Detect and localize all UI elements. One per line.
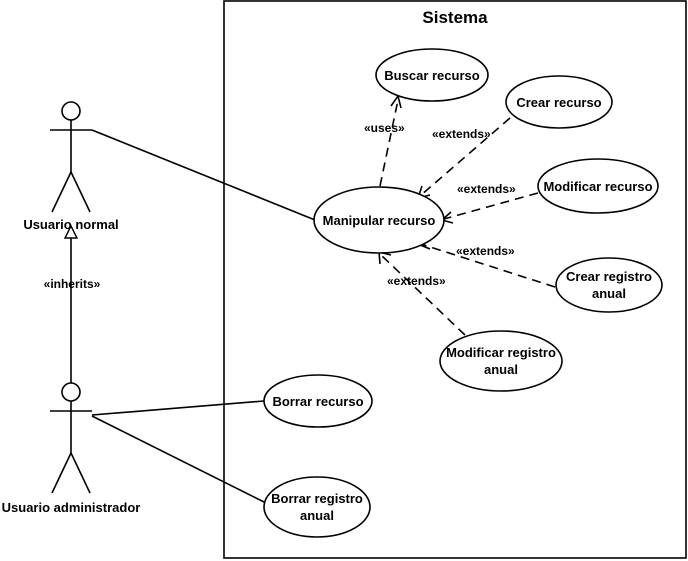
svg-text:Modificar recurso: Modificar recurso — [543, 179, 652, 194]
system-title: Sistema — [422, 8, 488, 27]
extends-modificar-line — [443, 192, 539, 220]
svg-text:anual: anual — [592, 286, 626, 301]
inherits-arrowhead — [63, 224, 79, 239]
svg-text:Borrar recurso: Borrar recurso — [272, 394, 363, 409]
association-normal-manipular — [91, 129, 316, 221]
svg-text:Manipular recurso: Manipular recurso — [323, 213, 436, 228]
svg-text:Borrar registro: Borrar registro — [271, 491, 363, 506]
use-case-manipular-recurso[interactable]: Manipular recurso — [313, 186, 445, 254]
actor-label-usuario-administrador: Usuario administrador — [2, 500, 141, 515]
actor-right-leg — [70, 171, 91, 213]
label-uses: «uses» — [364, 121, 405, 135]
actor-left-leg — [51, 452, 72, 494]
use-case-modificar-registro-anual[interactable]: Modificar registro anual — [439, 330, 563, 392]
svg-text:Crear recurso: Crear recurso — [516, 95, 601, 110]
use-case-crear-recurso[interactable]: Crear recurso — [505, 75, 613, 129]
label-extends-modificar-registro: «extends» — [387, 274, 446, 288]
use-case-buscar-recurso[interactable]: Buscar recurso — [375, 48, 489, 102]
extends-crear-registro-line — [420, 243, 556, 288]
svg-text:Crear registro: Crear registro — [566, 269, 652, 284]
actor-right-leg — [70, 452, 91, 494]
use-case-crear-registro-anual[interactable]: Crear registro anual — [555, 257, 663, 313]
association-admin-borrar-registro — [91, 415, 271, 506]
actor-left-leg — [51, 171, 72, 213]
actor-usuario-administrador[interactable] — [50, 382, 92, 494]
label-inherits: «inherits» — [44, 277, 101, 291]
svg-text:Buscar recurso: Buscar recurso — [384, 68, 479, 83]
svg-text:anual: anual — [484, 362, 518, 377]
use-case-borrar-recurso[interactable]: Borrar recurso — [263, 374, 373, 428]
use-case-modificar-recurso[interactable]: Modificar recurso — [537, 158, 659, 214]
actor-usuario-normal[interactable] — [50, 101, 92, 213]
label-extends-crear: «extends» — [432, 127, 491, 141]
uses-line — [379, 99, 399, 187]
actor-head — [61, 101, 81, 121]
use-case-borrar-registro-anual[interactable]: Borrar registro anual — [263, 476, 371, 538]
svg-text:anual: anual — [300, 508, 334, 523]
label-extends-modificar: «extends» — [457, 182, 516, 196]
label-extends-crear-registro: «extends» — [456, 244, 515, 258]
actor-label-usuario-normal: Usuario normal — [23, 217, 118, 232]
extends-crear-line — [419, 117, 511, 197]
association-admin-borrar — [91, 400, 265, 416]
extends-modificar-registro-line — [380, 254, 466, 336]
svg-text:Modificar registro: Modificar registro — [446, 345, 556, 360]
actor-head — [61, 382, 81, 402]
system-boundary — [223, 0, 687, 559]
